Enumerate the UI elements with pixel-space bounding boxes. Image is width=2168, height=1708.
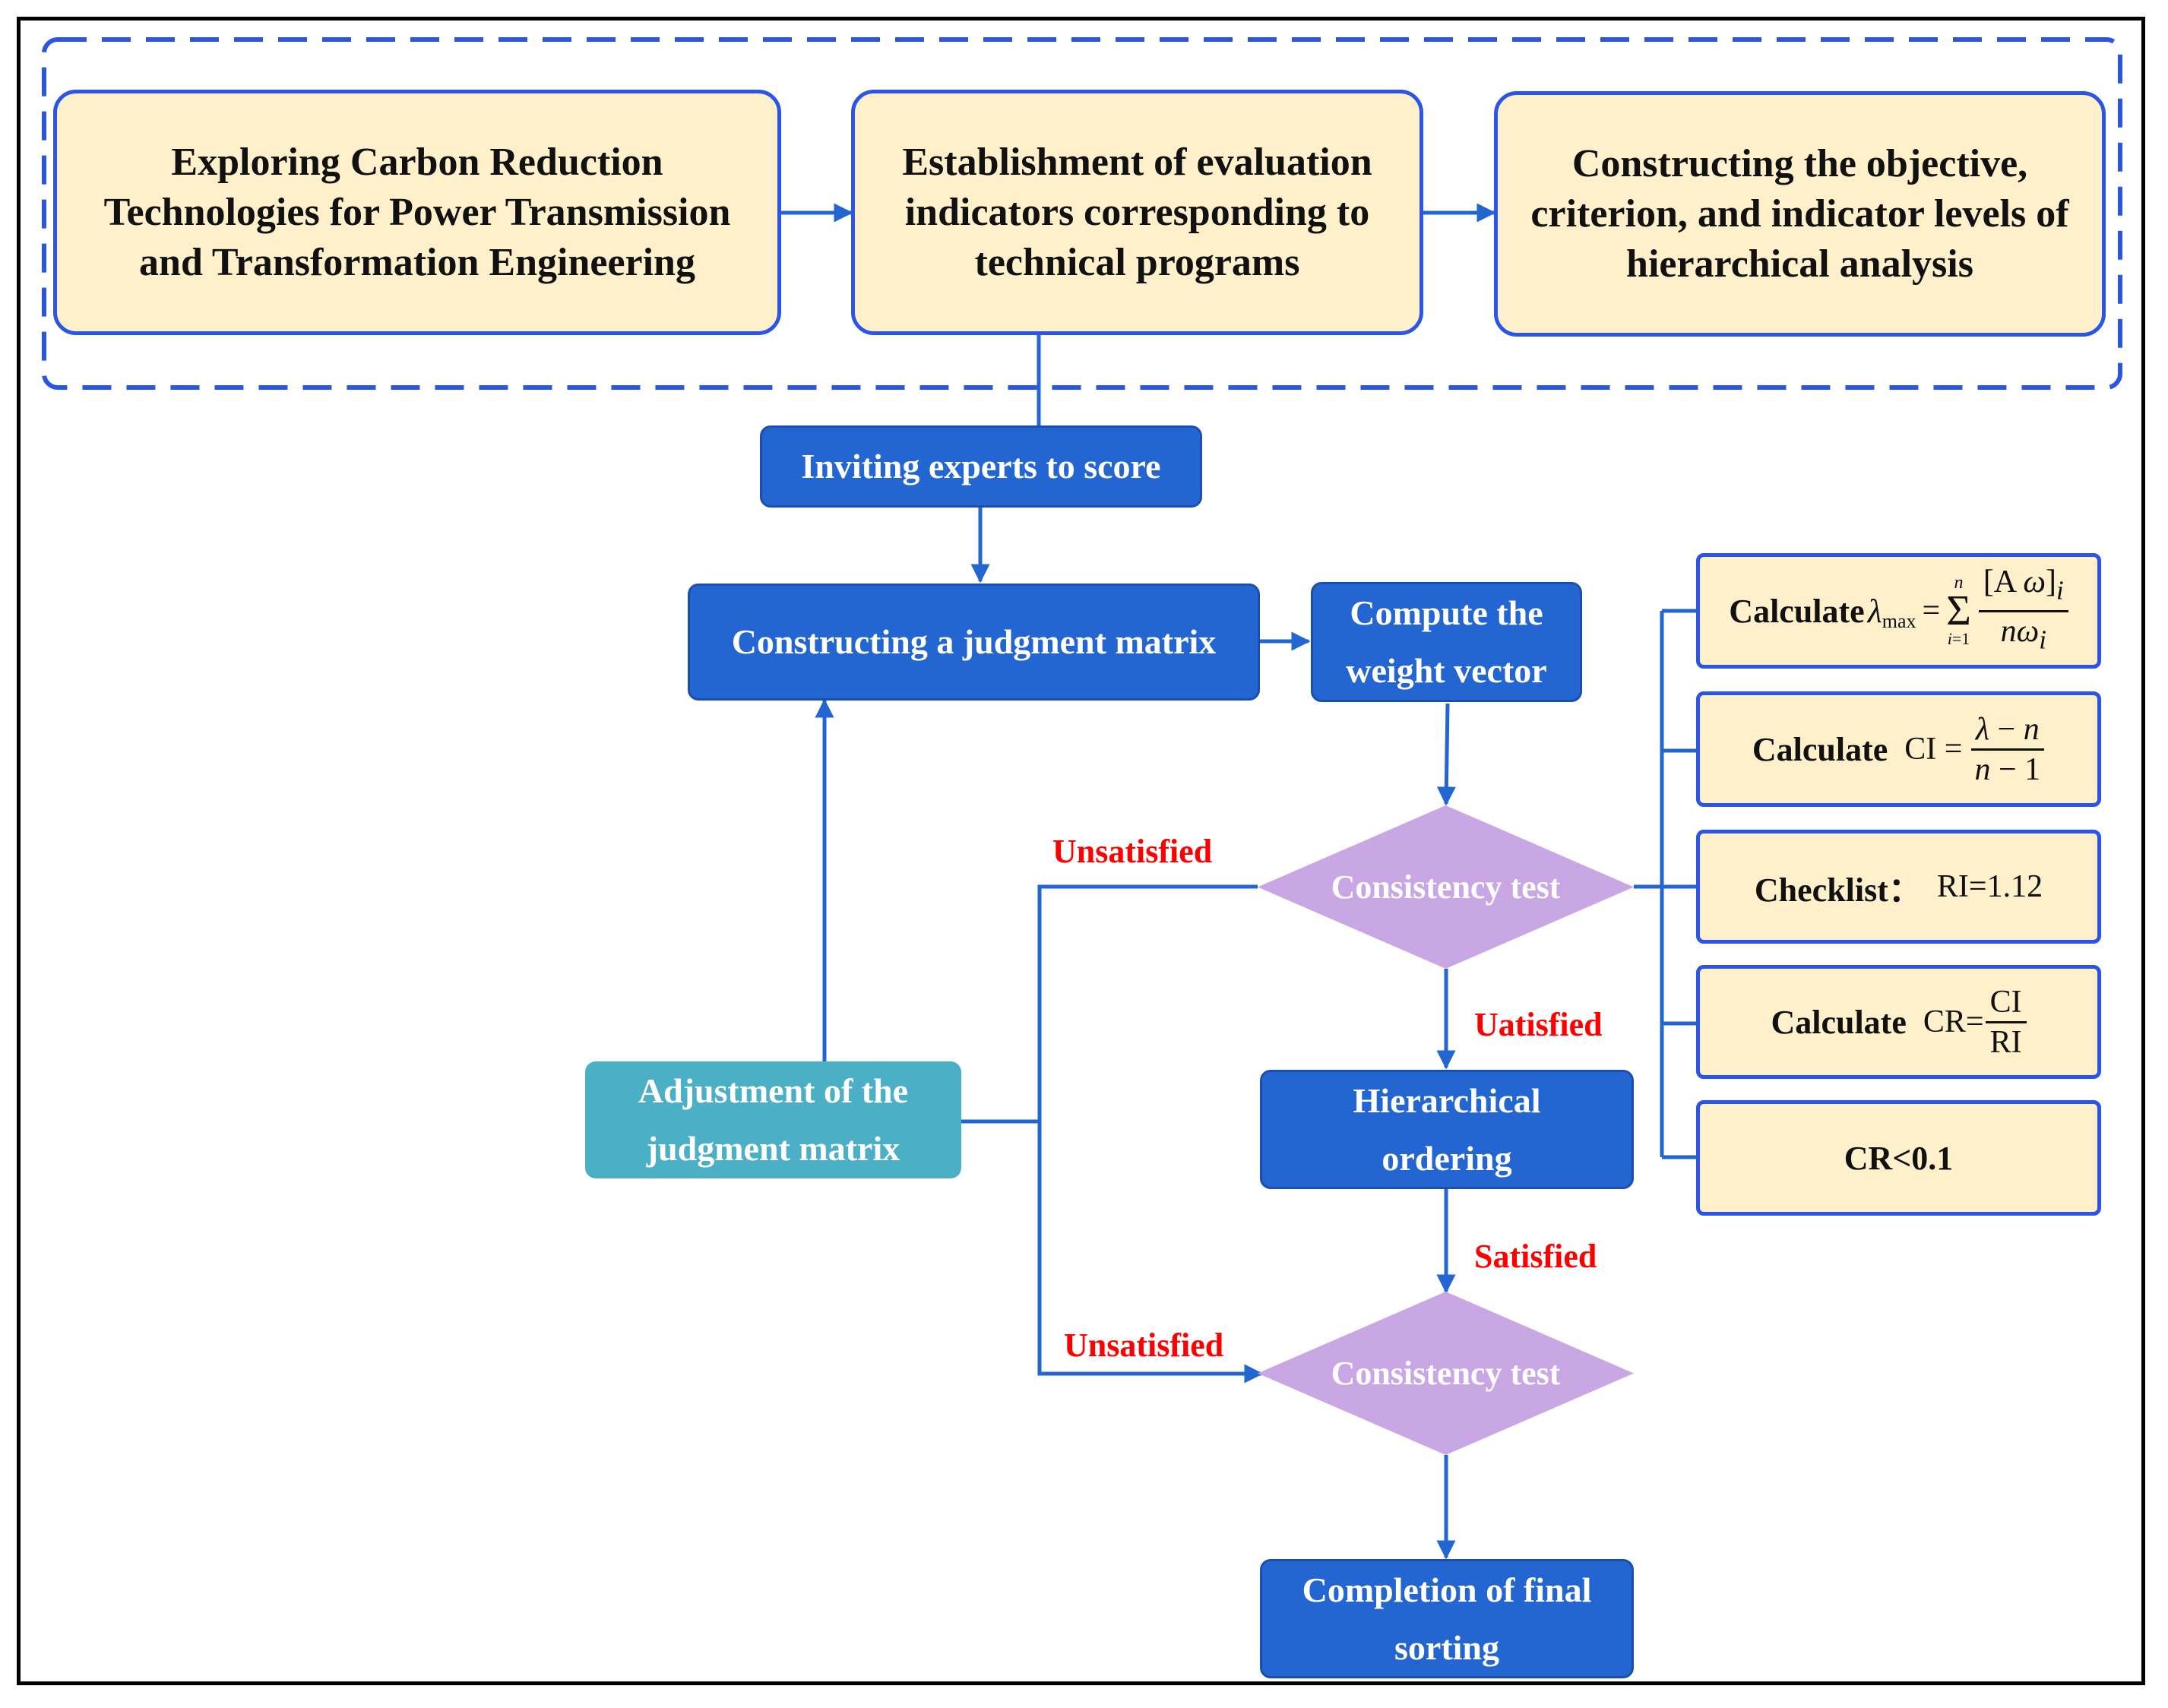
step-establish-indicators: Establishment of evaluation indicators c… [851,90,1423,335]
diamond-shape-1 [1258,805,1634,969]
cr-condition-text: CR<0.1 [1844,1139,1954,1177]
decision-consistency-test-1: Consistency test [1258,805,1634,969]
label-unsatisfied-1: Unsatisfied [1052,833,1213,870]
consistency2-text: Consistency test [1331,1355,1561,1392]
ri-value: RI=1.12 [1936,869,2043,904]
diamond-shape-2 [1258,1292,1634,1455]
process-final-sorting: Completion of final sorting [1260,1559,1634,1678]
lambda-label: Calculate [1729,592,1865,630]
label-satisfied: Satisfied [1474,1238,1597,1275]
step-construct-text: Constructing the objective, criterion, a… [1530,141,2069,286]
consistency1-text: Consistency test [1331,868,1561,906]
arrow-weight-to-consistency1 [1436,703,1456,806]
adjust-text: Adjustment of the judgment matrix [638,1071,909,1168]
decision-consistency-test-2: Consistency test [1258,1292,1634,1455]
process-inviting-experts: Inviting experts to score [760,425,1202,508]
process-judgment-matrix: Constructing a judgment matrix [688,584,1260,701]
label-unsatisfied-2: Unsatisfied [1064,1327,1224,1364]
weight-text: Compute the weight vector [1346,593,1547,690]
diagram-frame [17,17,2145,1685]
step-exploring-text: Exploring Carbon Reduction Technologies … [103,140,731,284]
cr-label: Calculate [1771,1003,1907,1041]
step-construct-levels: Constructing the objective, criterion, a… [1494,91,2106,337]
top-group-boundary [42,37,2122,390]
experts-text: Inviting experts to score [801,447,1161,486]
check-cr-condition: CR<0.1 [1696,1100,2101,1216]
ordering-text: Hierarchical ordering [1353,1080,1541,1178]
step-exploring-technologies: Exploring Carbon Reduction Technologies … [53,90,781,335]
check-ri: Checklist： RI=1.12 [1696,830,2101,944]
final-text: Completion of final sorting [1302,1570,1592,1667]
process-hierarchical-ordering: Hierarchical ordering [1260,1070,1634,1189]
process-adjust-matrix: Adjustment of the judgment matrix [585,1061,961,1178]
ri-label: Checklist： [1754,871,1922,909]
line-unsatisfied-loop [1037,884,1264,1384]
process-weight-vector: Compute the weight vector [1311,582,1582,702]
step-establish-text: Establishment of evaluation indicators c… [902,140,1372,284]
ci-label: Calculate [1752,730,1888,768]
matrix-text: Constructing a judgment matrix [731,622,1217,661]
label-uatisfied: Uatisfied [1474,1006,1603,1043]
